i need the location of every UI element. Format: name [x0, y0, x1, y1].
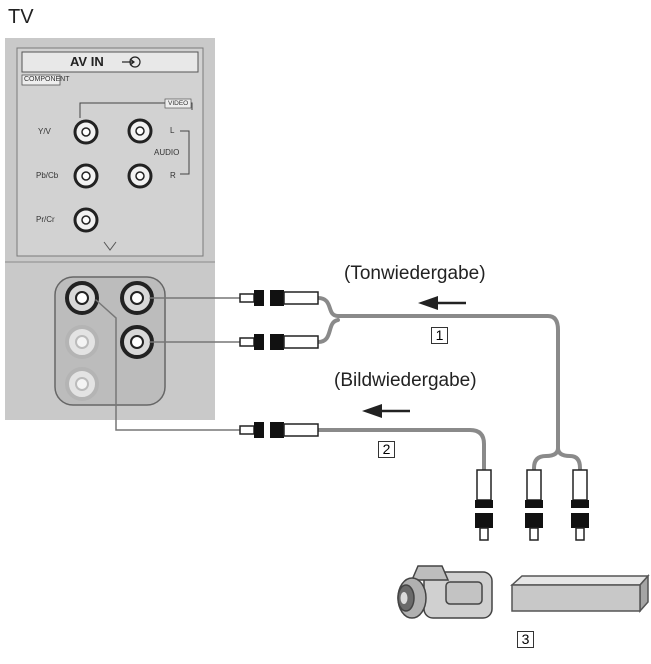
input-arrow-icon: [122, 56, 141, 68]
plug-audio-l: [239, 290, 319, 306]
audio-cable: [316, 296, 560, 450]
arrow-video-icon: [362, 404, 410, 418]
lower-jacks: [65, 281, 154, 401]
label-audio-r: R: [170, 171, 176, 180]
tv-panel: [5, 38, 215, 420]
video-bracket: [79, 102, 193, 118]
video-label: VIDEO: [168, 100, 189, 107]
callout-devices: 3: [517, 631, 534, 648]
label-audio-l: L: [170, 126, 175, 135]
player-device-icon: [510, 574, 650, 613]
plug-video: [239, 422, 319, 438]
label-pb-cb: Pb/Cb: [36, 171, 59, 180]
component-label: COMPONENT: [24, 76, 70, 83]
caption-video-playback: (Bildwiedergabe): [334, 370, 477, 391]
vertical-plugs: [475, 469, 589, 541]
av-in-header-box: [21, 51, 199, 73]
callout-cable-video: 2: [378, 441, 395, 458]
plug-audio-r: [239, 334, 319, 350]
component-jacks: [73, 118, 153, 233]
label-pr-cr: Pr/Cr: [36, 215, 55, 224]
callout-cable-audio: 1: [431, 327, 448, 344]
component-label-box: [21, 74, 61, 86]
audio-bracket: [180, 130, 190, 175]
arrow-audio-icon: [418, 296, 466, 310]
camcorder-icon: [397, 565, 493, 619]
cables: [95, 296, 582, 472]
plug-device-video: [475, 469, 493, 541]
video-cable: [316, 428, 486, 472]
plug-device-audio-l: [525, 469, 543, 541]
caption-audio-playback: (Tonwiedergabe): [344, 263, 486, 284]
plug-device-audio-r: [571, 469, 589, 541]
video-label-box: [164, 98, 192, 109]
lead-video: [95, 299, 249, 431]
av-in-label: AV IN: [70, 54, 104, 69]
horizontal-plugs: [239, 290, 319, 438]
tv-label: TV: [8, 6, 34, 28]
label-audio: AUDIO: [154, 148, 180, 157]
label-y-v: Y/V: [38, 127, 51, 136]
